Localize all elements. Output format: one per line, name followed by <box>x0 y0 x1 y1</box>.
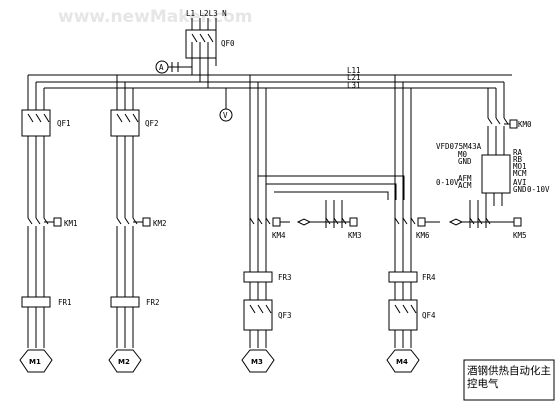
km2-label: KM2 <box>153 219 167 228</box>
ammeter-label: A <box>159 63 164 72</box>
branch-m3 <box>241 271 275 373</box>
km1-label: KM1 <box>64 219 78 228</box>
watermark-text: www.newMaker.com <box>58 7 252 27</box>
km6-label: KM6 <box>416 231 430 240</box>
l21-label: L21 <box>347 73 361 82</box>
branch-m4 <box>386 271 420 373</box>
voltmeter <box>219 88 233 122</box>
m2-label: M2 <box>118 358 130 366</box>
contactor-row <box>249 200 522 228</box>
main-breaker-qf0 <box>185 18 217 59</box>
afm-terminal: AFM <box>458 174 472 183</box>
title-line-1: 酒钢供热自动化主 <box>467 364 551 377</box>
branch-m1 <box>19 75 62 373</box>
fr4-label: FR4 <box>422 273 436 282</box>
bus-lines <box>28 74 512 89</box>
fr1-label: FR1 <box>58 298 72 307</box>
avi-terminal: AVI <box>513 178 527 187</box>
vfd-unit <box>481 154 511 206</box>
l11-label: L11 <box>347 66 361 75</box>
m4-label: M4 <box>396 358 408 366</box>
km0-label: KM0 <box>518 120 532 129</box>
feeders <box>249 75 412 272</box>
km4-label: KM4 <box>272 231 286 240</box>
fr3-label: FR3 <box>278 273 292 282</box>
qf3-label: QF3 <box>278 311 292 320</box>
m1-label: M1 <box>29 358 41 366</box>
range-right: 0-10V <box>527 185 550 194</box>
qf4-label: QF4 <box>422 311 436 320</box>
mo1-terminal: MO1 <box>513 162 527 171</box>
gnd-terminal: GND <box>458 157 472 166</box>
vfd-model: VFD075M43A <box>436 142 482 151</box>
m0-terminal: M0 <box>458 150 468 159</box>
mcm-terminal: MCM <box>513 169 527 178</box>
l31-label: L31 <box>347 81 361 90</box>
km5-label: KM5 <box>513 231 527 240</box>
gnd-right-terminal: GND <box>513 185 527 194</box>
km3-label: KM3 <box>348 231 362 240</box>
rb-terminal: RB <box>513 155 523 164</box>
title-line-2: 控电气 <box>467 377 499 390</box>
ra-terminal: RA <box>513 148 523 157</box>
fr2-label: FR2 <box>146 298 160 307</box>
qf2-label: QF2 <box>145 119 159 128</box>
title-block <box>463 359 555 401</box>
ammeter <box>155 60 192 74</box>
range-left: 0-10V <box>436 178 459 187</box>
vfd-supply <box>487 82 518 155</box>
voltmeter-label: V <box>223 111 228 120</box>
acm-terminal: ACM <box>458 181 472 190</box>
branch-m2 <box>108 75 151 373</box>
m3-label: M3 <box>251 358 263 366</box>
qf0-label: QF0 <box>221 39 235 48</box>
qf1-label: QF1 <box>57 119 71 128</box>
supply-label: L1 L2L3 N <box>186 9 227 18</box>
